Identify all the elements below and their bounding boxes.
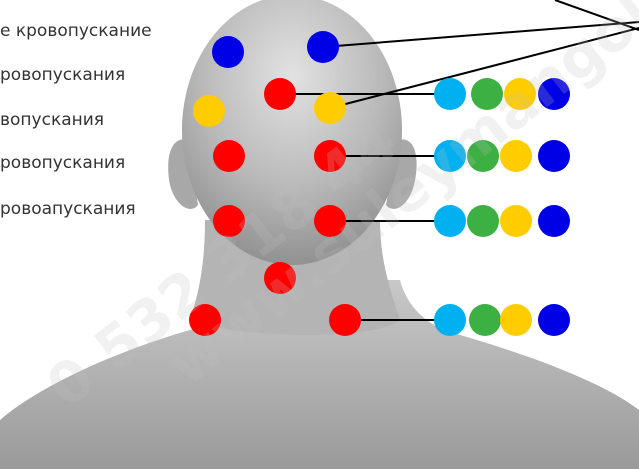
point-red-right-3 bbox=[329, 304, 361, 336]
dot-light-blue bbox=[434, 205, 466, 237]
point-blue-right bbox=[307, 31, 339, 63]
dot-row-3 bbox=[434, 205, 570, 237]
dot-green bbox=[467, 140, 499, 172]
point-red-left-1 bbox=[213, 140, 245, 172]
dot-dark-blue bbox=[538, 304, 570, 336]
legend-label-4: ровопускания bbox=[0, 153, 126, 173]
point-red-neck bbox=[264, 262, 296, 294]
legend-label-3: вопускания bbox=[0, 110, 105, 130]
head-points bbox=[189, 31, 361, 336]
dot-yellow bbox=[504, 78, 536, 110]
dot-row-2 bbox=[434, 140, 570, 172]
point-red-crown bbox=[264, 78, 296, 110]
point-yellow-right bbox=[314, 92, 346, 124]
dot-green bbox=[467, 205, 499, 237]
dot-row-4 bbox=[434, 304, 570, 336]
head bbox=[182, 0, 402, 265]
dot-row-1 bbox=[434, 78, 570, 110]
dot-dark-blue bbox=[538, 140, 570, 172]
dot-green bbox=[471, 78, 503, 110]
point-yellow-left bbox=[193, 95, 225, 127]
point-blue-left bbox=[212, 36, 244, 68]
point-red-left-3 bbox=[189, 304, 221, 336]
connector-lines bbox=[280, 0, 639, 321]
connector-top-to-blue bbox=[322, 21, 639, 48]
point-red-left-2 bbox=[213, 205, 245, 237]
dot-light-blue bbox=[434, 140, 466, 172]
point-red-right-2 bbox=[314, 205, 346, 237]
legend-label-1: е кровопускание bbox=[0, 21, 152, 41]
dot-dark-blue bbox=[538, 78, 570, 110]
connector-top-right bbox=[554, 0, 639, 31]
dot-yellow bbox=[500, 304, 532, 336]
legend-label-2: ровопускания bbox=[0, 65, 126, 85]
shoulders-back bbox=[0, 280, 639, 469]
dot-yellow bbox=[500, 140, 532, 172]
dot-dark-blue bbox=[538, 205, 570, 237]
dot-light-blue bbox=[434, 78, 466, 110]
dot-green bbox=[469, 304, 501, 336]
dot-light-blue bbox=[434, 304, 466, 336]
legend-label-5: ровоапускания bbox=[0, 199, 136, 219]
point-red-right-1 bbox=[314, 140, 346, 172]
dot-yellow bbox=[500, 205, 532, 237]
